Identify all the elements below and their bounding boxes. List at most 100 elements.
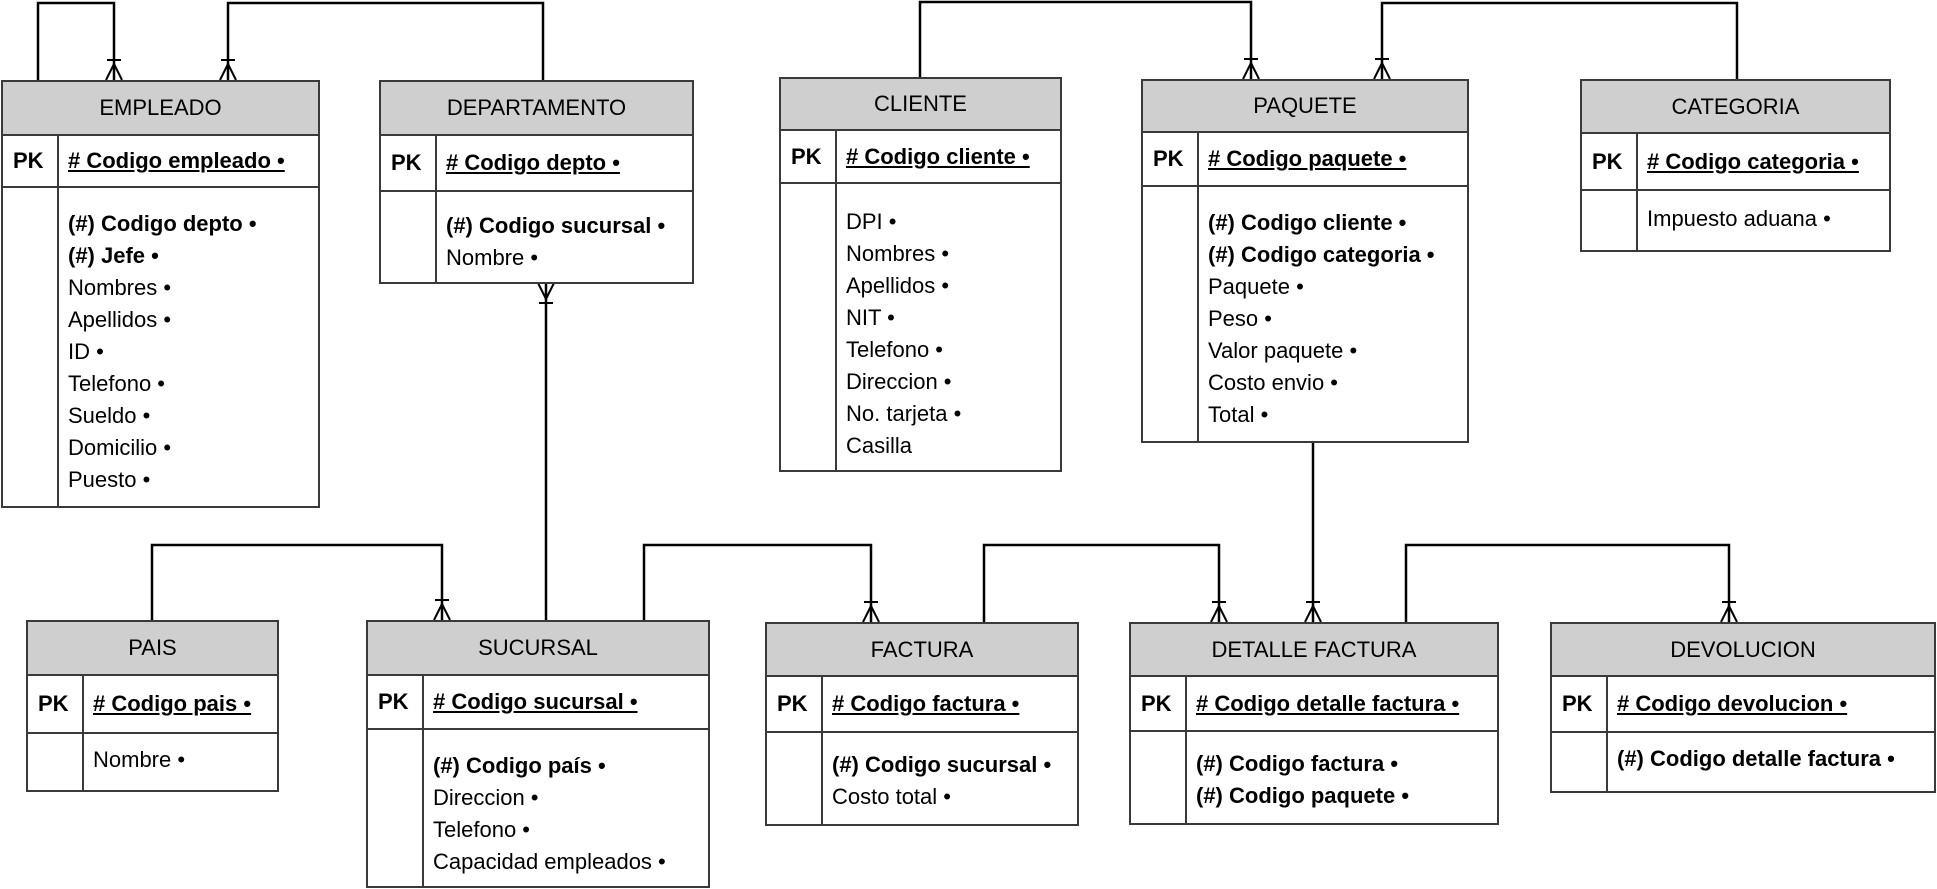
attribute: Costo total •: [832, 784, 951, 809]
attribute: Capacidad empleados •: [433, 849, 666, 874]
attribute: Sueldo •: [68, 403, 151, 428]
primary-key: # Codigo factura •: [832, 691, 1020, 716]
entity-title: CATEGORIA: [1582, 81, 1889, 134]
crowfoot-detalle-factura: [1210, 601, 1228, 623]
foreign-key: (#) Codigo depto •: [68, 211, 257, 236]
pk-label: PK: [28, 676, 84, 732]
crowfoot-sucursal-pais: [433, 599, 451, 621]
attribute-list: (#) Codigo depto • (#) Jefe • Nombres • …: [59, 188, 257, 506]
entity-title: PAQUETE: [1143, 81, 1467, 133]
entity-title: DEPARTAMENTO: [381, 82, 692, 136]
attribute-list: (#) Codigo sucursal • Nombre •: [437, 192, 665, 282]
primary-key: # Codigo empleado •: [68, 148, 285, 173]
attribute-list: (#) Codigo sucursal • Costo total •: [823, 733, 1051, 824]
attribute: DPI •: [846, 209, 897, 234]
attribute: Nombre •: [446, 245, 539, 270]
entity-title: SUCURSAL: [368, 622, 708, 676]
attribute-list: (#) Codigo detalle factura •: [1608, 733, 1895, 791]
rel-detalle-devolucion: [1404, 543, 1731, 622]
foreign-key: (#) Codigo detalle factura •: [1617, 746, 1895, 771]
attribute: NIT •: [846, 305, 895, 330]
foreign-key: (#) Codigo país •: [433, 753, 606, 778]
foreign-key: (#) Codigo paquete •: [1196, 783, 1410, 808]
pk-label: PK: [781, 131, 837, 182]
rel-empleado-jefe: [36, 1, 116, 80]
attribute: Nombre •: [93, 747, 186, 772]
attribute-list: DPI • Nombres • Apellidos • NIT • Telefo…: [837, 184, 961, 470]
rel-factura-detalle: [982, 543, 1221, 622]
crowfoot-paquete-categoria: [1373, 58, 1391, 80]
entity-sucursal[interactable]: SUCURSAL PK # Codigo sucursal • (#) Codi…: [366, 620, 710, 888]
primary-key: # Codigo devolucion •: [1617, 691, 1848, 716]
rel-cliente-paquete: [918, 0, 1253, 79]
attribute: Direccion •: [433, 785, 539, 810]
foreign-key: (#) Codigo sucursal •: [446, 213, 666, 238]
crowfoot-empleado-depto: [219, 59, 237, 81]
entity-detalle-factura[interactable]: DETALLE FACTURA PK # Codigo detalle fact…: [1129, 622, 1499, 825]
attribute: Telefono •: [433, 817, 530, 842]
attribute: Nombres •: [846, 241, 950, 266]
entity-devolucion[interactable]: DEVOLUCION PK # Codigo devolucion • (#) …: [1550, 622, 1936, 793]
attribute: Domicilio •: [68, 435, 172, 460]
rel-sucursal-factura: [642, 543, 873, 622]
pk-label: PK: [1552, 677, 1608, 731]
pk-label: PK: [1582, 134, 1638, 189]
attribute: Apellidos •: [846, 273, 950, 298]
entity-paquete[interactable]: PAQUETE PK # Codigo paquete • (#) Codigo…: [1141, 79, 1469, 443]
entity-categoria[interactable]: CATEGORIA PK # Codigo categoria • Impues…: [1580, 79, 1891, 252]
foreign-key: (#) Codigo categoria •: [1208, 242, 1435, 267]
crowfoot-factura-sucursal: [862, 601, 880, 623]
primary-key: # Codigo categoria •: [1647, 148, 1859, 174]
attribute-list: (#) Codigo país • Direccion • Telefono •…: [424, 730, 666, 886]
attribute: Paquete •: [1208, 274, 1304, 299]
crowfoot-detalle-paquete: [1304, 601, 1322, 623]
pk-label: PK: [1143, 133, 1199, 185]
rel-departamento-empleado: [226, 1, 545, 80]
primary-key: # Codigo sucursal •: [433, 689, 638, 714]
attribute: ID •: [68, 339, 104, 364]
pk-label: PK: [381, 136, 437, 190]
entity-title: EMPLEADO: [3, 82, 318, 136]
attribute: Peso •: [1208, 306, 1272, 331]
crowfoot-departamento-sucursal: [537, 282, 555, 304]
foreign-key: (#) Codigo sucursal •: [832, 752, 1052, 777]
attribute-list: (#) Codigo cliente • (#) Codigo categori…: [1199, 187, 1435, 441]
rel-pais-sucursal: [150, 543, 444, 620]
entity-title: CLIENTE: [781, 79, 1060, 131]
rel-categoria-paquete: [1380, 1, 1739, 79]
foreign-key: (#) Jefe •: [68, 243, 159, 268]
attribute: Direccion •: [846, 369, 952, 394]
attribute: Apellidos •: [68, 307, 172, 332]
entity-pais[interactable]: PAIS PK # Codigo pais • Nombre •: [26, 620, 279, 792]
attribute: Total •: [1208, 402, 1269, 427]
attribute: Telefono •: [68, 371, 165, 396]
attribute: Telefono •: [846, 337, 943, 362]
attribute-list: Impuesto aduana •: [1638, 191, 1831, 250]
entity-departamento[interactable]: DEPARTAMENTO PK # Codigo depto • (#) Cod…: [379, 80, 694, 284]
crowfoot-devolucion-detalle: [1720, 601, 1738, 623]
entity-title: PAIS: [28, 622, 277, 676]
attribute: No. tarjeta •: [846, 401, 962, 426]
primary-key: # Codigo paquete •: [1208, 146, 1407, 171]
attribute: Puesto •: [68, 467, 151, 492]
attribute: Casilla: [846, 433, 913, 458]
attribute: Valor paquete •: [1208, 338, 1358, 363]
attribute: Costo envio •: [1208, 370, 1338, 395]
entity-factura[interactable]: FACTURA PK # Codigo factura • (#) Codigo…: [765, 622, 1079, 826]
primary-key: # Codigo depto •: [446, 150, 620, 175]
entity-empleado[interactable]: EMPLEADO PK # Codigo empleado • (#) Codi…: [1, 80, 320, 508]
pk-label: PK: [767, 677, 823, 731]
entity-cliente[interactable]: CLIENTE PK # Codigo cliente • DPI • Nomb…: [779, 77, 1062, 472]
pk-label: PK: [368, 676, 424, 728]
attribute: Nombres •: [68, 275, 172, 300]
entity-title: DEVOLUCION: [1552, 624, 1934, 677]
attribute: Impuesto aduana •: [1647, 206, 1831, 231]
primary-key: # Codigo detalle factura •: [1196, 690, 1460, 716]
pk-label: PK: [3, 136, 59, 186]
foreign-key: (#) Codigo factura •: [1196, 751, 1399, 776]
crowfoot-paquete-cliente: [1242, 58, 1260, 80]
attribute-list: Nombre •: [84, 734, 185, 790]
primary-key: # Codigo cliente •: [846, 143, 1030, 169]
crowfoot-empleado-jefe: [105, 59, 123, 81]
